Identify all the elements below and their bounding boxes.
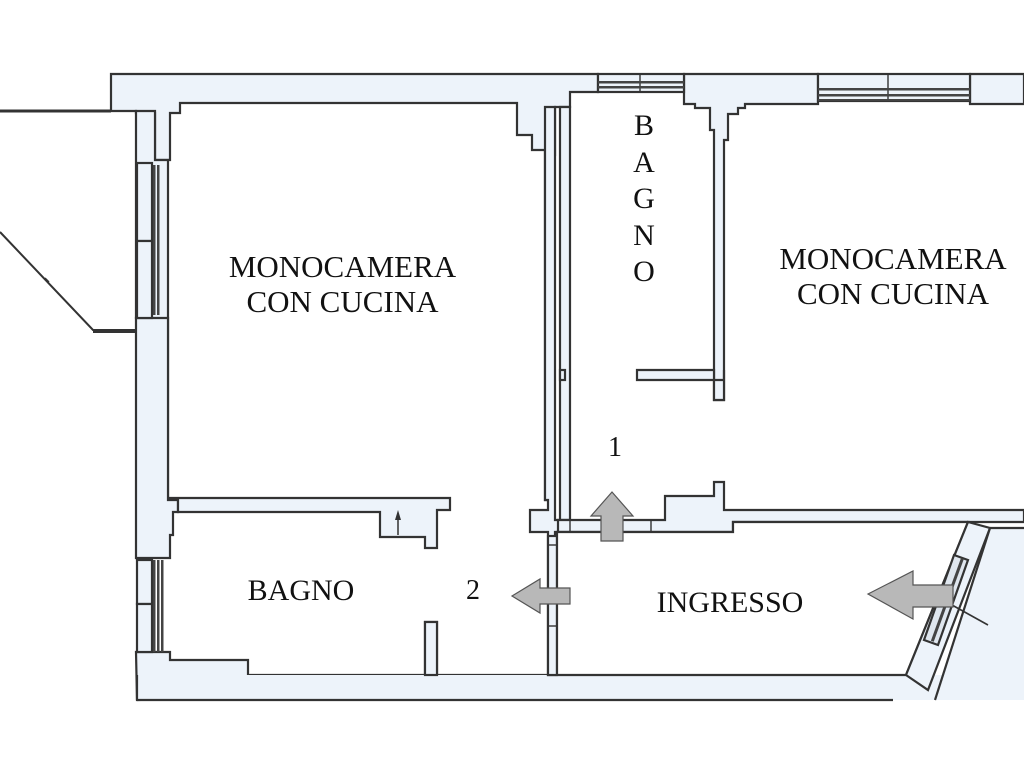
top-window-bagno [596,72,686,94]
unit-number-1: 1 [608,432,622,463]
room-label-bagno-bottom: BAGNO [247,574,355,607]
interior-walls [168,105,1024,677]
entrance-arrow-icon [866,570,954,621]
unit2-arrow-icon [510,577,571,615]
room-label-ingresso: INGRESSO [656,586,804,619]
unit1-arrow-icon [589,491,635,542]
room-label-monocamera-right: MONOCAMERA CON CUCINA [779,241,1007,311]
room-label-bagno-vertical: B A G N O [633,109,655,289]
room-label-monocamera-left: MONOCAMERA CON CUCINA [228,249,457,319]
balcony [0,109,136,333]
left-window-upper [135,161,160,320]
unit-number-2: 2 [466,575,480,606]
top-window-right [816,72,972,103]
left-window-lower [135,558,164,654]
